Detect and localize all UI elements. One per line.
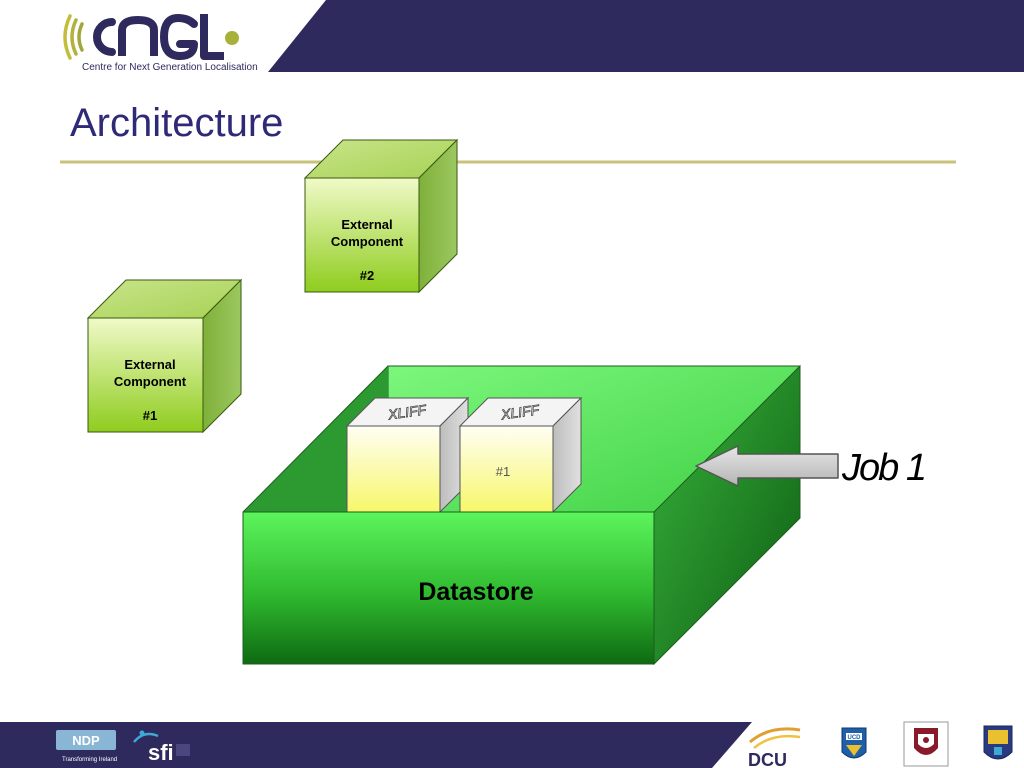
- xliff-right-number: #1: [496, 464, 510, 479]
- ucd-logo-text: UCD: [848, 735, 862, 741]
- job-arrow-icon: [695, 445, 839, 487]
- ndp-logo-tagline: Transforming Ireland: [62, 757, 117, 763]
- logo-tagline: Centre for Next Generation Localisation: [82, 62, 258, 73]
- external-component-1-cube: External Component #1: [86, 278, 243, 434]
- sfi-logo: sfi: [133, 730, 190, 765]
- xliff-document-right: XLIFF #1: [458, 396, 583, 514]
- cngl-logo: Centre for Next Generation Localisation: [63, 14, 258, 73]
- component-2-number: #2: [360, 268, 374, 283]
- component-1-line1: External: [124, 357, 175, 372]
- header-bar: [268, 0, 1024, 72]
- component-2-line2: Component: [331, 234, 404, 249]
- sfi-logo-text: sfi: [148, 740, 174, 765]
- signal-waves-icon: [63, 14, 84, 60]
- job-label: Job 1: [841, 447, 925, 489]
- datastore-front: Datastore: [242, 511, 655, 665]
- component-2-line1: External: [341, 217, 392, 232]
- component-1-line2: Component: [114, 374, 187, 389]
- component-1-number: #1: [143, 408, 157, 423]
- university-crest-icon: [903, 721, 949, 767]
- ndp-logo-text: NDP: [72, 733, 100, 748]
- xliff-left-tag: XLIFF: [386, 401, 428, 422]
- external-component-2-cube: External Component #2: [303, 138, 459, 294]
- page-title: Architecture: [70, 101, 283, 145]
- xliff-document-left: XLIFF: [345, 396, 470, 514]
- ndp-logo: NDP Transforming Ireland: [56, 730, 117, 763]
- shield-crest-icon: [983, 725, 1013, 760]
- cngl-wordmark-letters: [93, 14, 239, 60]
- dcu-logo: DCU: [748, 727, 801, 768]
- ucd-crest-icon: UCD: [841, 727, 867, 759]
- xliff-right-tag: XLIFF: [499, 401, 541, 422]
- dcu-logo-text: DCU: [748, 750, 787, 768]
- footer-bar: [0, 722, 752, 768]
- datastore-label: Datastore: [418, 578, 533, 606]
